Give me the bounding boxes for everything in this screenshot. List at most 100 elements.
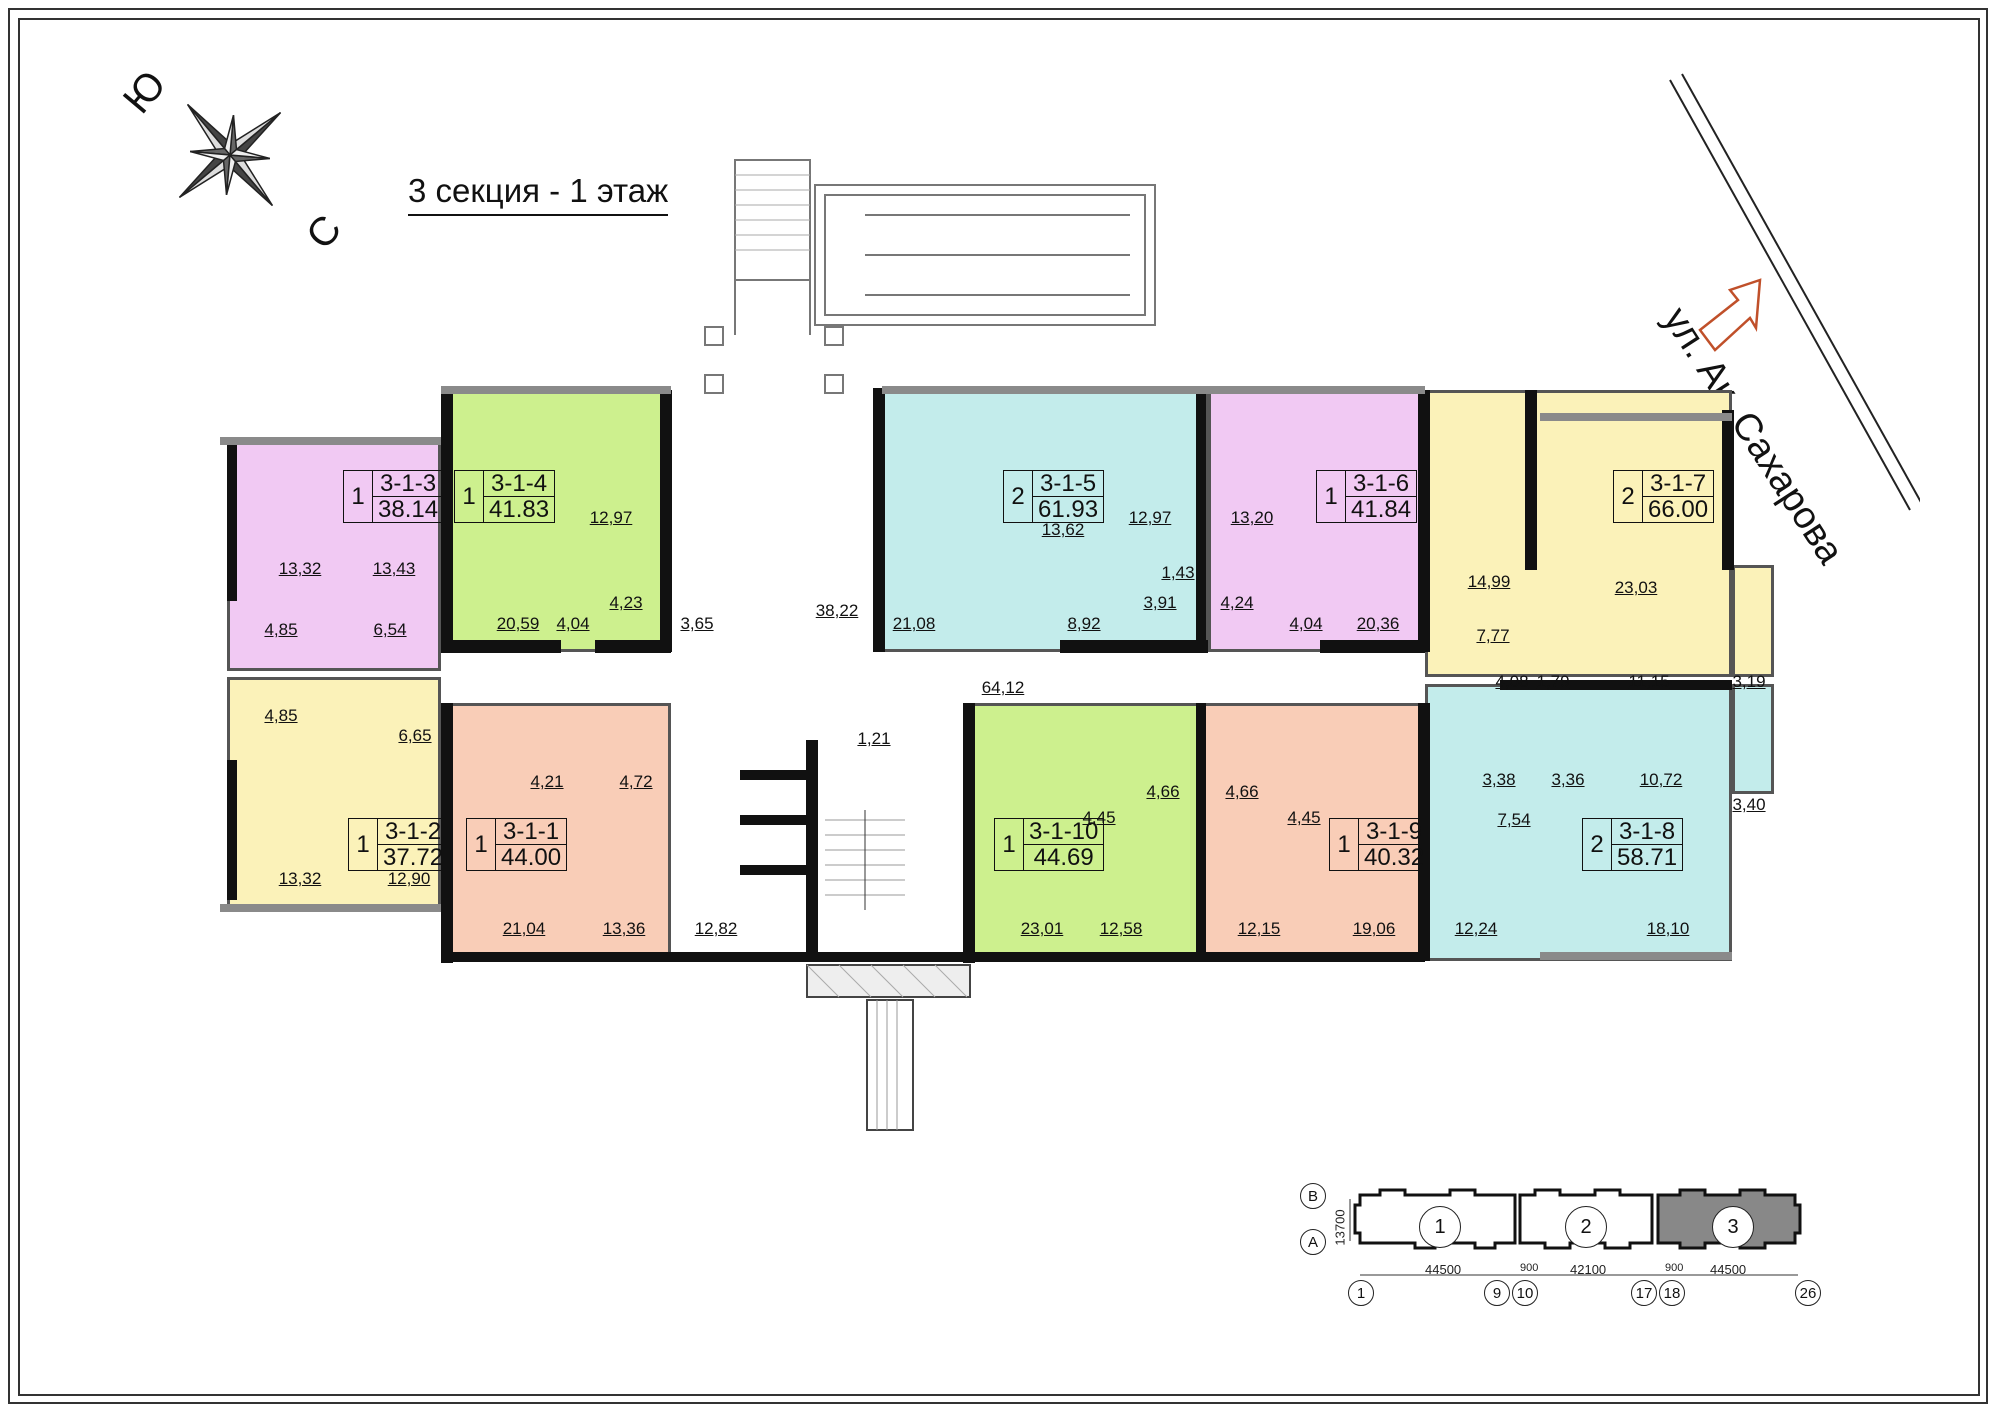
wall: [441, 703, 453, 963]
apartment-number: 3-1-1: [496, 819, 567, 845]
room-area: 13,32: [278, 559, 322, 578]
key-plan-axis-row: В: [1300, 1183, 1326, 1209]
room-area: 12,15: [1237, 919, 1281, 938]
wall: [441, 388, 453, 652]
room-area: 13,32: [278, 869, 322, 888]
wall: [806, 740, 818, 955]
room-area: 1,43: [1161, 563, 1195, 582]
apartment-3-1-3[interactable]: [227, 441, 441, 671]
key-plan-axis-col: 26: [1795, 1280, 1821, 1306]
room-area: 4,04: [556, 614, 590, 633]
apartment-number: 3-1-4: [484, 471, 555, 497]
apartment-3-1-7[interactable]: [1425, 390, 1732, 677]
room-area: 19,06: [1352, 919, 1396, 938]
room-area: 12,58: [1099, 919, 1143, 938]
apartment-3-1-2[interactable]: [227, 677, 441, 910]
window-wall: [220, 437, 441, 445]
room-area: 12,90: [387, 869, 431, 888]
room-area: 11,15: [1628, 672, 1670, 691]
apartment-number: 3-1-8: [1612, 819, 1683, 845]
room-area: 10,72: [1639, 770, 1683, 789]
room-area: 3,38: [1482, 770, 1516, 789]
room-area: 20,59: [496, 614, 540, 633]
room-count: 1: [1317, 471, 1346, 522]
apartment-total-area: 44.69: [1033, 844, 1094, 871]
room-area: 18,10: [1646, 919, 1690, 938]
room-count: 1: [349, 819, 378, 870]
wall: [227, 760, 237, 900]
key-plan-dim: 900: [1665, 1262, 1684, 1274]
room-count: 2: [1583, 819, 1612, 870]
page-title: 3 секция - 1 этаж: [408, 172, 669, 216]
room-area: 14,99: [1467, 572, 1511, 591]
room-area: 4,72: [619, 772, 653, 791]
wall: [1060, 640, 1208, 653]
room-count: 1: [467, 819, 496, 870]
apartment-3-1-9[interactable]: [1201, 703, 1425, 961]
room-area: 13,20: [1230, 508, 1274, 527]
key-plan-dim: 900: [1520, 1262, 1539, 1274]
window-wall: [882, 386, 1425, 394]
key-plan-dim: 42100: [1570, 1262, 1607, 1277]
room-count: 2: [1614, 471, 1643, 522]
apartment-number: 3-1-9: [1359, 819, 1430, 845]
room-area: 20,36: [1356, 614, 1400, 633]
wall: [740, 815, 810, 825]
key-plan-axis-col: 17: [1631, 1280, 1657, 1306]
room-count: 1: [455, 471, 484, 522]
apartment-3-1-8-balcony: [1732, 684, 1774, 794]
outer-frame: [8, 8, 1988, 1404]
apartment-total-area: 66.00: [1648, 496, 1709, 523]
apartment-3-1-1[interactable]: [441, 703, 671, 961]
apartment-total-area: 41.84: [1351, 496, 1412, 523]
room-area: 4,85: [264, 620, 298, 639]
room-area: 13,43: [372, 559, 416, 578]
room-area: 21,08: [892, 614, 936, 633]
wall: [965, 952, 1425, 962]
common-area: 3,65: [680, 614, 714, 633]
window-wall: [220, 904, 441, 912]
inner-stair: [825, 810, 905, 910]
key-plan-axis-col: 10: [1512, 1280, 1538, 1306]
room-area: 1,79: [1536, 672, 1570, 691]
room-area: 6,54: [373, 620, 407, 639]
apartment-3-1-8[interactable]: [1425, 684, 1732, 961]
room-area: 13,62: [1041, 520, 1085, 539]
apartment-total-area: 41.83: [489, 496, 550, 523]
apartment-number: 3-1-5: [1033, 471, 1104, 497]
common-area: 64,12: [981, 678, 1025, 697]
wall: [227, 441, 237, 601]
room-area: 4,45: [1287, 808, 1321, 827]
wall: [660, 390, 672, 652]
apartment-3-1-10[interactable]: [970, 703, 1201, 961]
apartment-total-area: 38.14: [378, 496, 439, 523]
room-count: 1: [995, 819, 1024, 870]
room-area: 4,66: [1225, 782, 1259, 801]
common-area: 12,82: [694, 919, 738, 938]
room-area: 4,66: [1146, 782, 1180, 801]
common-area: 1,21: [857, 729, 891, 748]
window-wall: [1540, 952, 1732, 960]
room-area: 23,03: [1614, 578, 1658, 597]
wall: [671, 952, 966, 962]
room-area: 3,36: [1551, 770, 1585, 789]
room-area: 7,77: [1476, 626, 1510, 645]
room-area: 13,36: [602, 919, 646, 938]
wall: [441, 952, 671, 962]
apartment-total-area: 58.71: [1617, 844, 1678, 871]
window-wall: [1540, 413, 1732, 421]
room-area: 3,91: [1143, 593, 1177, 612]
